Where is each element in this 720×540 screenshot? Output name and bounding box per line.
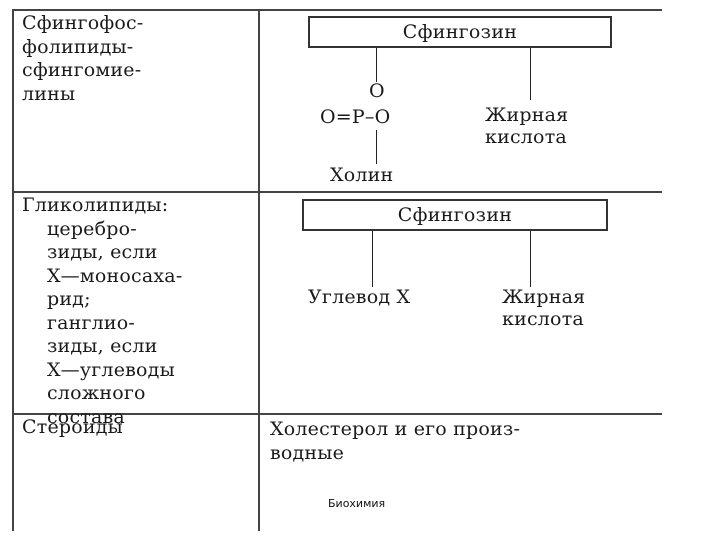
row1-sphingosine-label: Сфингозин [402,21,518,43]
row3-description: Холестерол и его произ- водные [270,418,521,464]
table-left-border [12,9,14,531]
row2-sphingosine-box: Сфингозин [302,199,608,231]
row2-sphingosine-label: Сфингозин [397,204,513,226]
row1-connector-right [530,48,531,100]
footer-caption: Биохимия [328,497,386,510]
row1-choline-label: Холин [330,164,394,186]
row2-class-name: Гликолипиды: церебро- зиды, если X—монос… [22,194,183,428]
row1-class-name: Сфингофос- фолипиды- сфингомие- лины [22,12,144,105]
row3-class-name: Стероиды [22,416,123,438]
row2-connector-left [372,231,373,287]
row1-sphingosine-box: Сфингозин [308,16,612,48]
table-divider-top [12,9,662,11]
row2-connector-right [530,231,531,287]
row1-connector-left [376,48,377,82]
table-divider-row2 [12,413,662,415]
row2-fatty-acid-label: Жирная кислота [502,286,586,330]
row1-phosphate-oxygen: O [369,80,385,102]
table-column-divider [258,9,260,531]
table-divider-row1 [12,191,662,193]
row1-connector-choline [376,130,377,164]
row2-carbohydrate-label: Углевод X [308,286,411,308]
row1-fatty-acid-label: Жирная кислота [485,104,569,148]
row1-phosphate-group: O=P–O [320,106,391,128]
